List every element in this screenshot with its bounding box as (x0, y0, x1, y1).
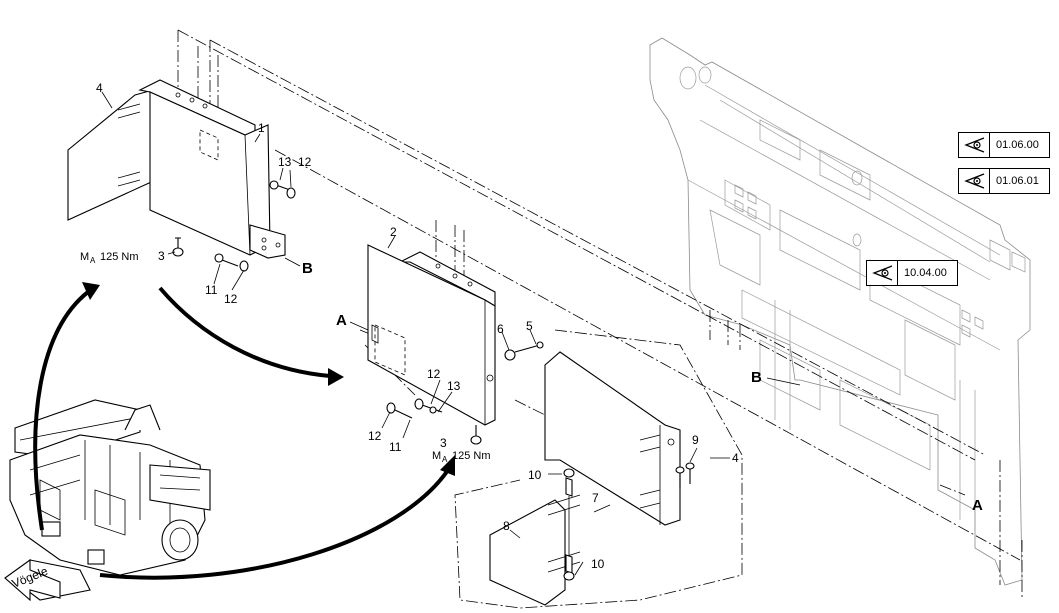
callout-2: 2 (390, 225, 397, 239)
torque-value: 125 Nm (452, 450, 491, 462)
callout-11: 11 (389, 440, 402, 454)
torque-prefix: M (80, 251, 89, 263)
callout-6: 6 (497, 322, 504, 336)
machine-frame (649, 37, 1031, 586)
callout-5: 5 (526, 319, 533, 333)
reference-code: 10.04.00 (904, 267, 947, 279)
callout-13: 13 (447, 379, 461, 393)
section-mark-b: B (302, 260, 313, 277)
torque-spec-1: M A 125 Nm (80, 251, 139, 265)
cover-assembly-parts-7-8 (489, 351, 730, 606)
callout-9: 9 (692, 433, 699, 447)
callout-11: 11 (205, 283, 218, 297)
callout-3: 3 (158, 249, 165, 263)
reference-code: 01.06.00 (996, 139, 1039, 151)
section-marks: B A B A (284, 257, 983, 514)
section-mark-b: B (751, 369, 762, 386)
eye-view-icon (867, 261, 898, 285)
callout-13: 13 (278, 155, 292, 169)
callout-12: 12 (224, 292, 238, 306)
torque-value: 125 Nm (100, 251, 139, 263)
callout-4: 4 (96, 81, 103, 95)
callout-3: 3 (440, 436, 447, 450)
eye-view-icon (959, 169, 990, 193)
reference-box[interactable]: 01.06.01 (958, 168, 1050, 194)
paver-machine-illustration: Vögele (4, 399, 211, 602)
callout-12: 12 (368, 429, 382, 443)
reference-box[interactable]: 10.04.00 (866, 260, 958, 286)
section-mark-a: A (972, 497, 983, 514)
callout-numbers: 4 1 13 12 3 11 12 2 6 5 12 13 12 11 3 9 … (96, 81, 739, 571)
direction-arrows (33, 282, 455, 580)
torque-subscript: A (90, 256, 96, 265)
torque-prefix: M (432, 450, 441, 462)
callout-12: 12 (427, 367, 441, 381)
callout-1: 1 (258, 121, 265, 135)
callout-8: 8 (503, 519, 510, 533)
reference-box[interactable]: 01.06.00 (958, 132, 1050, 158)
reference-code: 01.06.01 (996, 175, 1039, 187)
callout-10: 10 (528, 468, 542, 482)
section-mark-a: A (336, 312, 347, 329)
callout-10: 10 (591, 557, 605, 571)
torque-subscript: A (442, 455, 448, 464)
callout-7: 7 (592, 491, 599, 505)
torque-spec-2: M A 125 Nm (432, 450, 491, 464)
eye-view-icon (959, 133, 990, 157)
callout-4: 4 (732, 451, 739, 465)
callout-12: 12 (298, 155, 312, 169)
part-2-bracket-assembly (367, 235, 544, 445)
part-1-bracket-assembly (67, 79, 296, 291)
